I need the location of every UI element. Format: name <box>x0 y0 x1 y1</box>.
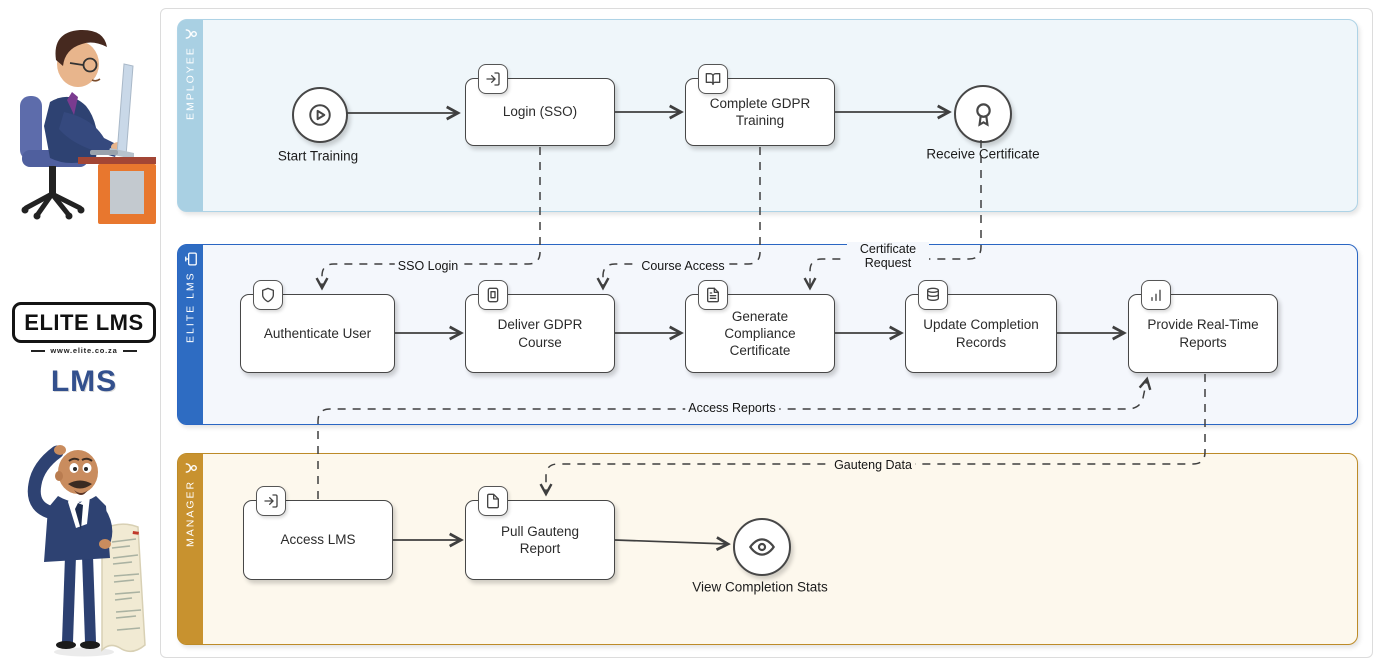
task-badge <box>478 280 508 310</box>
task-login-sso: Login (SSO) <box>465 64 615 146</box>
task-pull-gauteng-report: Pull Gauteng Report <box>465 486 615 580</box>
shield-icon <box>262 287 274 303</box>
sign-in-icon <box>264 494 278 508</box>
flow-label-sso-login: SSO Login <box>394 259 462 273</box>
lane-elite-lms-band: ELITE LMS <box>178 245 203 424</box>
start-event <box>292 87 348 143</box>
task-complete-gdpr-training: Complete GDPR Training <box>685 64 835 146</box>
end-event-label: View Completion Stats <box>692 579 828 595</box>
lane-employee-label: EMPLOYEE <box>184 46 197 120</box>
award-icon <box>975 102 991 127</box>
person-icon <box>185 29 197 39</box>
flow-label-access-reports: Access Reports <box>685 401 779 415</box>
task-generate-compliance-certificate: Generate Compliance Certificate <box>685 280 835 373</box>
task-badge <box>478 486 508 516</box>
task-label: Authenticate User <box>263 325 372 341</box>
task-badge <box>698 280 728 310</box>
end-event-label: Receive Certificate <box>926 146 1040 162</box>
task-label: Generate Compliance Certificate <box>724 308 796 359</box>
task-access-lms: Access LMS <box>243 486 393 580</box>
manager-illustration <box>27 445 146 657</box>
task-label: Provide Real-Time Reports <box>1147 317 1259 350</box>
task-deliver-gdpr-course: Deliver GDPR Course <box>465 280 615 373</box>
task-badge <box>253 280 283 310</box>
tablet-icon <box>487 287 499 303</box>
flow-label-certificate-request: Certificate Request <box>847 242 929 270</box>
lane-manager-band: MANAGER <box>178 454 203 644</box>
task-badge <box>918 280 948 310</box>
task-update-completion-records: Update Completion Records <box>905 280 1057 373</box>
task-label: Access LMS <box>280 532 356 548</box>
lane-manager-label: MANAGER <box>184 480 197 548</box>
employee-illustration <box>20 29 156 224</box>
flow-label-course-access: Course Access <box>638 259 728 273</box>
file-text-icon <box>707 287 719 303</box>
book-open-icon <box>705 73 721 85</box>
task-badge <box>256 486 286 516</box>
logo-name: ELITE LMS <box>24 310 144 335</box>
end-event-receive-certificate <box>954 85 1012 143</box>
task-provide-realtime-reports: Provide Real-Time Reports <box>1128 280 1278 373</box>
task-badge <box>1141 280 1171 310</box>
logo-product: LMS <box>50 365 118 398</box>
task-label: Update Completion Records <box>923 317 1039 350</box>
play-icon <box>309 104 331 126</box>
company-logo: ELITE LMS www.elite.co.za LMS <box>8 302 160 399</box>
task-badge <box>478 64 508 94</box>
person-icon <box>185 463 197 473</box>
task-label: Login (SSO) <box>502 104 578 120</box>
bar-chart-icon <box>1151 289 1161 301</box>
task-label: Pull Gauteng Report <box>500 523 580 556</box>
lane-elite-lms-label: ELITE LMS <box>184 271 197 343</box>
eye-icon <box>749 538 775 556</box>
lane-employee-band: EMPLOYEE <box>178 20 203 211</box>
flow-label-gauteng-data: Gauteng Data <box>831 458 915 472</box>
file-icon <box>487 493 499 509</box>
monitor-icon <box>184 252 197 266</box>
end-event-view-completion-stats <box>733 518 791 576</box>
task-label: Complete GDPR Training <box>709 95 811 128</box>
logo-url: www.elite.co.za <box>8 346 160 355</box>
task-badge <box>698 64 728 94</box>
logo-frame: ELITE LMS <box>12 302 156 343</box>
sign-in-icon <box>486 72 500 86</box>
database-icon <box>927 287 939 302</box>
start-event-label: Start Training <box>277 148 359 164</box>
task-authenticate-user: Authenticate User <box>240 280 395 373</box>
task-label: Deliver GDPR Course <box>497 317 583 350</box>
